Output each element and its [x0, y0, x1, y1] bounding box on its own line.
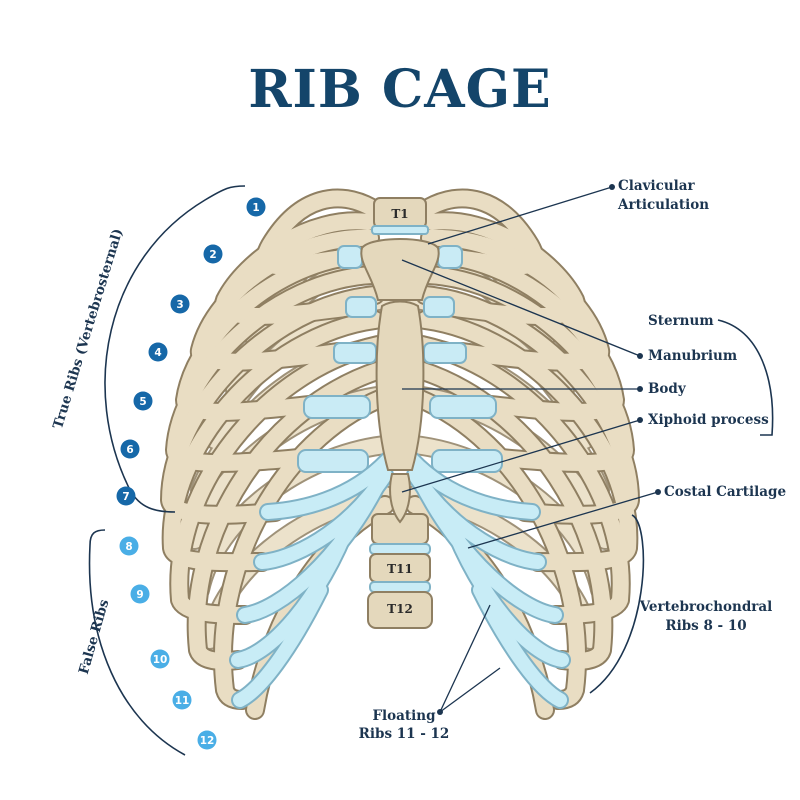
false-ribs-bracket	[88, 529, 186, 756]
label-true-ribs: True Ribs (Vertebrosternal)	[50, 227, 126, 431]
vertebra-t11: T11	[369, 513, 431, 583]
svg-text:2: 2	[209, 249, 216, 261]
rib-marker-11	[172, 690, 192, 710]
svg-text:5: 5	[139, 396, 146, 408]
rib-marker-3	[170, 294, 190, 314]
svg-text:11: 11	[175, 695, 190, 707]
svg-text:3: 3	[176, 299, 183, 311]
rib-marker-4	[148, 342, 168, 362]
svg-text:T1: T1	[391, 207, 408, 221]
label-floating-ribs: Ribs 11 - 12	[359, 726, 450, 742]
label-sternum: Sternum	[648, 313, 714, 329]
svg-text:12: 12	[200, 735, 215, 747]
brackets	[88, 185, 774, 756]
svg-text:6: 6	[126, 444, 133, 456]
svg-text:T12: T12	[387, 602, 413, 616]
label-floating: Floating	[372, 708, 436, 724]
svg-text:9: 9	[136, 589, 143, 601]
vertebra-t1: T1	[371, 197, 429, 235]
xiphoid-shape	[389, 473, 411, 524]
sternum-bracket	[717, 319, 774, 436]
rib-marker-12	[197, 730, 217, 750]
manubrium-shape	[360, 238, 440, 301]
rib-marker-8	[119, 536, 139, 556]
rib-markers: 1 2 3 4 5 6 7 8 9 10 11 12	[116, 197, 266, 750]
svg-text:4: 4	[154, 347, 161, 359]
label-xiphoid: Xiphoid process	[648, 412, 769, 428]
label-vertebrochondral-ribs: Ribs 8 - 10	[665, 618, 746, 634]
label-clavicular: Clavicular	[618, 178, 696, 194]
rib-marker-2	[203, 244, 223, 264]
rib-marker-1	[246, 197, 266, 217]
leader-lines	[401, 184, 661, 715]
label-vertebrochondral: Vertebrochondral	[639, 599, 773, 615]
rib-marker-9	[130, 584, 150, 604]
label-articulation: Articulation	[617, 197, 709, 213]
vertebra-t12: T12	[367, 581, 433, 629]
vertebrochondral-bracket	[589, 514, 645, 694]
svg-text:T11: T11	[387, 562, 413, 576]
svg-text:7: 7	[122, 491, 129, 503]
svg-text:1: 1	[252, 202, 259, 214]
label-manubrium: Manubrium	[648, 348, 737, 364]
true-ribs-bracket	[104, 185, 246, 513]
sternum	[360, 238, 440, 524]
svg-text:10: 10	[153, 654, 168, 666]
svg-text:8: 8	[125, 541, 132, 553]
costal-cartilage	[229, 245, 571, 709]
rib-marker-6	[120, 439, 140, 459]
sternum-body-shape	[375, 300, 425, 471]
rib-marker-5	[133, 391, 153, 411]
rib-marker-10	[150, 649, 170, 669]
label-body: Body	[648, 381, 687, 397]
rib-marker-7	[116, 486, 136, 506]
page-title: RIB CAGE	[248, 59, 551, 120]
label-costal-cartilage: Costal Cartilage	[664, 484, 786, 500]
